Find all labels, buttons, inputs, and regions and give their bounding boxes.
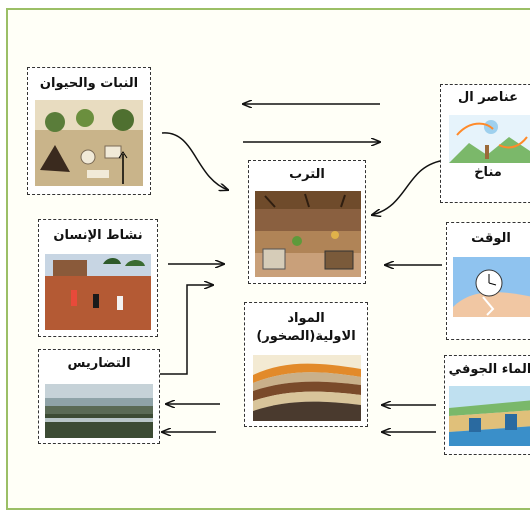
node-soil-label: الترب [289, 167, 325, 182]
landscape-image [45, 384, 153, 438]
node-human-activity: نشاط الإنسان [38, 219, 158, 337]
desert-ecosystem-image [35, 100, 143, 186]
node-time: الوقت [446, 222, 530, 340]
aquifer-image [449, 386, 530, 446]
arrow-topography-to-soil [160, 285, 213, 375]
node-climate: عناصر ال مناخ [440, 84, 530, 203]
arrow-climate-to-soil [372, 159, 447, 215]
node-plants-animals: النبات والحيوان [27, 67, 151, 195]
node-parent-material: المواد الاولية(الصخور) [244, 302, 368, 427]
node-groundwater-label: الماء الجوفي [448, 362, 530, 377]
node-plants-animals-label: النبات والحيوان [39, 76, 139, 91]
node-topography: التضاريس [38, 349, 160, 444]
node-groundwater: الماء الجوفي [444, 355, 530, 455]
node-soil: الترب [248, 160, 366, 284]
node-topography-label: التضاريس [67, 356, 131, 371]
node-parent-material-label-line1: المواد [287, 311, 325, 326]
hand-clock-image [453, 257, 530, 317]
soil-profile-image [255, 191, 361, 277]
node-climate-label-line2: مناخ [474, 165, 502, 180]
node-parent-material-label-line2: الاولية(الصخور) [256, 329, 356, 344]
climate-cycle-image [449, 115, 530, 163]
node-time-label: الوقت [471, 231, 511, 246]
arrow-plants-to-soil [161, 132, 228, 190]
node-human-activity-label: نشاط الإنسان [53, 228, 143, 243]
rock-strata-image [253, 355, 361, 421]
excavation-image [45, 254, 151, 330]
node-climate-label-line1: عناصر ال [458, 90, 518, 105]
